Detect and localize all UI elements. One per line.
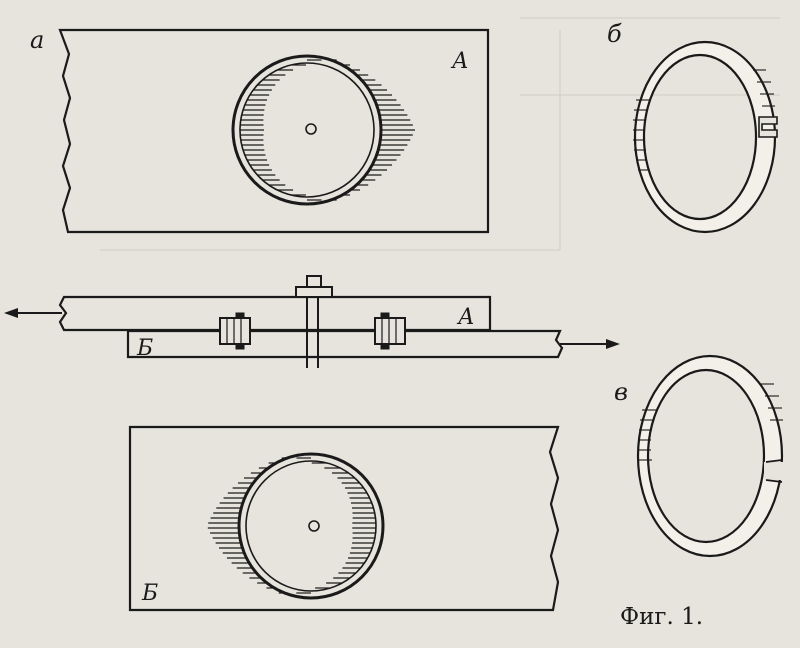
figure-caption: Фиг. 1. — [620, 604, 703, 630]
plate-a-top-label: А — [450, 49, 469, 74]
ring-b-hatching — [633, 69, 775, 171]
ring-b-band — [633, 40, 777, 234]
plate-b-bottom-label: Б — [141, 581, 158, 606]
panel-label-v: в — [614, 378, 628, 406]
ring-v-gap — [764, 462, 786, 480]
pull-arrow-right-head — [606, 339, 620, 349]
ring-v-gap-edge-bottom — [765, 479, 783, 483]
plate-b-bottom-outline — [128, 425, 560, 612]
background-ghost-lines — [100, 17, 780, 251]
plate-a-side-label: А — [456, 305, 475, 330]
piston-ring-b: б — [607, 20, 778, 234]
ring-a-outer — [231, 54, 383, 206]
panel-label-b: б — [607, 20, 622, 48]
bottom-view-b: Б — [128, 425, 560, 612]
ring-section-left — [219, 312, 251, 350]
plate-a-top-outline — [58, 28, 490, 234]
plate-b-side — [126, 329, 564, 359]
ring-a-hatching — [240, 59, 415, 201]
piston-ring-v: в — [614, 354, 786, 558]
pull-arrow-left-head — [4, 308, 18, 318]
ring-bottom-outer — [237, 452, 385, 600]
ring-b-hatching-bottom — [207, 457, 376, 594]
panel-label-a: а — [30, 26, 44, 54]
axis-hole-bottom — [308, 520, 320, 532]
top-view-a: а А — [30, 26, 490, 234]
axis-hole-a — [305, 123, 317, 135]
side-view: А Б — [4, 275, 620, 368]
ring-bottom-inner — [245, 460, 377, 592]
plate-b-side-label: Б — [136, 336, 153, 361]
ring-v-band — [636, 354, 784, 558]
ring-v-hatching — [638, 383, 783, 461]
plate-a-side — [58, 295, 492, 332]
bolt-head — [295, 286, 333, 298]
bolt-top — [306, 275, 322, 288]
ring-v-gap-edge-top — [765, 459, 783, 463]
ring-a-inner — [239, 62, 375, 198]
ring-section-right — [374, 312, 406, 350]
ring-b-gap — [758, 116, 778, 138]
